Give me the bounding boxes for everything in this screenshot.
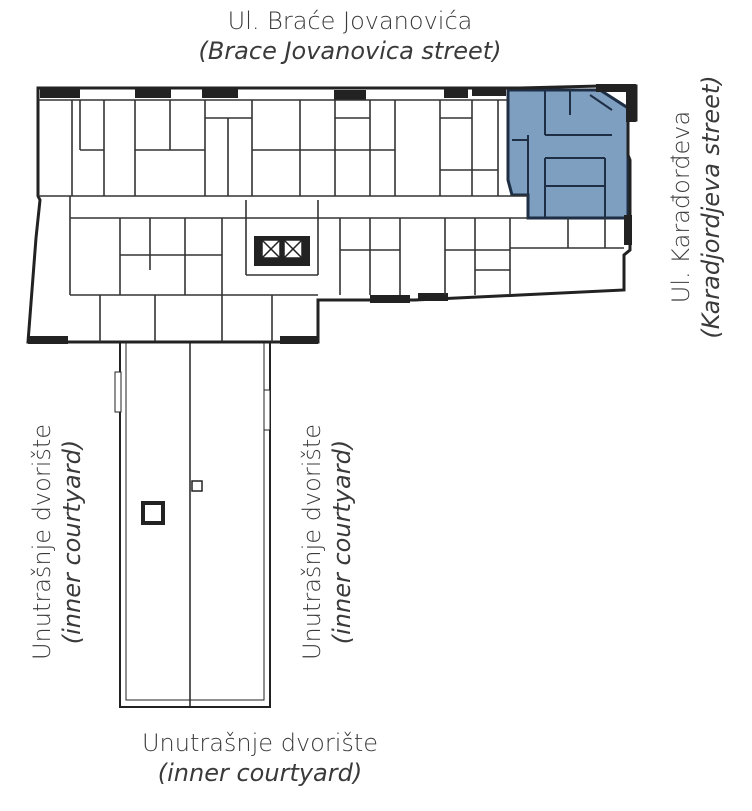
facade-balconies (28, 84, 636, 344)
courtyard-label-middle: Unutrašnje dvorište (inner courtyard) (297, 382, 357, 702)
courtyard-label-left: Unutrašnje dvorište (inner courtyard) (27, 382, 87, 702)
street-name-english: (Brace Jovanovica street) (198, 37, 502, 65)
street-name-local: Ul. Braće Jovanovića (227, 7, 473, 35)
courtyard-name-english: (inner courtyard) (328, 439, 356, 645)
courtyard-name-local: Unutrašnje dvorište (28, 423, 56, 661)
courtyard-label-bottom: Unutrašnje dvorište (inner courtyard) (60, 728, 460, 788)
stair-core (254, 236, 310, 266)
street-label-karadjordjeva: Ul. Karađorđeva (Karadjordjeva street) (666, 47, 726, 367)
courtyard-name-english: (inner courtyard) (58, 439, 86, 645)
street-label-brace-jovanovica: Ul. Braće Jovanovića (Brace Jovanovica s… (120, 6, 580, 66)
courtyard-name-local: Unutrašnje dvorište (141, 729, 379, 757)
courtyard-wing (114, 341, 271, 708)
courtyard-name-local: Unutrašnje dvorište (298, 423, 326, 661)
highlighted-apartment-walls (512, 90, 613, 218)
street-name-english: (Karadjordjeva street) (697, 75, 725, 339)
courtyard-name-english: (inner courtyard) (157, 759, 363, 787)
interior-walls (38, 99, 624, 342)
street-name-local: Ul. Karađorđeva (667, 110, 695, 304)
